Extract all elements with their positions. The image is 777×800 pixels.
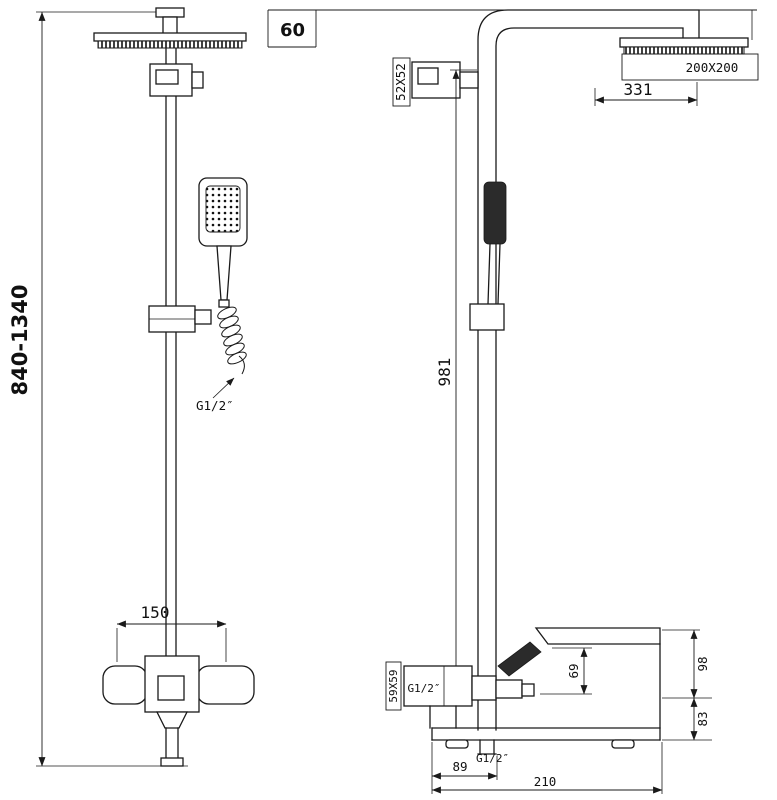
mixer-lever-side	[497, 641, 542, 677]
dim-pipe-section-label: 52X52	[393, 63, 408, 101]
dim-lower-depth-label: 83	[695, 711, 710, 726]
dimension-base-width: 210	[432, 742, 663, 794]
head-size-box	[621, 53, 759, 81]
pipe-section-box	[392, 57, 411, 107]
stem-pipe	[162, 16, 178, 35]
rain-head-side: 200X200	[619, 37, 759, 81]
body-thread-label: G1/2″	[407, 682, 440, 695]
leader-line	[212, 377, 235, 399]
callout-hose-thread: G1/2″	[196, 377, 235, 413]
mixer-faceplate	[157, 675, 185, 701]
hose-thread-label: G1/2″	[196, 398, 234, 413]
front-view: 840-1340	[8, 7, 255, 767]
inlet-stem-front	[155, 7, 185, 35]
hand-shower-front	[198, 177, 248, 308]
rain-head-spray-face	[97, 40, 243, 49]
right-handle	[196, 665, 255, 705]
dim-spout-drop-label: 69	[566, 663, 581, 678]
dim-column-height-label: 981	[435, 358, 454, 387]
rain-head-panel-side	[619, 37, 749, 48]
upper-connector-side: 52X52	[392, 57, 479, 107]
outlet-thread-label: G1/2″	[476, 752, 509, 765]
callout-outlet-thread: G1/2″	[476, 752, 509, 765]
slider-bracket-front	[148, 305, 212, 333]
left-handle	[102, 665, 148, 705]
rain-head-panel	[93, 32, 247, 42]
dim-base-width-label: 210	[534, 774, 557, 789]
hand-shower-side	[483, 181, 507, 305]
hand-shower-body-side	[483, 181, 507, 245]
dimension-outlet-offset: 89	[431, 742, 498, 794]
dim-head-reach-label: 331	[624, 80, 653, 99]
slider-bracket-side	[469, 303, 505, 331]
dimension-spout-drop: 69	[540, 647, 592, 695]
dimension-column-height: 981	[435, 69, 477, 689]
bracket-foot	[445, 739, 469, 749]
side-view: 60 200X200 331 52X52	[267, 9, 759, 794]
mixer-outlet-taper	[155, 711, 189, 729]
dim-upper-depth-label: 98	[695, 656, 710, 671]
shower-column-front	[165, 47, 177, 657]
mixer-side-assembly: 59X59 G1/2″	[385, 627, 661, 755]
dim-faucet-spacing-label: 150	[141, 603, 170, 622]
hose-nut	[218, 299, 230, 308]
mixer-body-side	[403, 665, 473, 707]
hand-shower-face	[205, 185, 241, 233]
shower-column-side	[477, 9, 700, 731]
bottom-outlet-cap	[160, 757, 184, 767]
dim-height-range-label: 840-1340	[8, 285, 32, 396]
diverter-front	[149, 63, 204, 97]
bracket-foot	[611, 739, 635, 749]
dimension-head-reach: 331	[594, 80, 698, 106]
shower-hose-coil	[217, 306, 247, 375]
mixer-front	[102, 655, 255, 767]
hand-shower-handle	[216, 245, 232, 301]
body-section-box	[385, 661, 402, 711]
hose-tail	[238, 355, 245, 375]
bracket-top-plate	[534, 627, 661, 645]
stem-cap	[155, 7, 185, 18]
dimension-upper-depth: 98	[662, 629, 712, 699]
rain-head-front	[93, 32, 247, 49]
dim-outlet-offset-label: 89	[452, 759, 467, 774]
dimension-lower-depth: 83	[662, 698, 712, 741]
rain-head-spray-face-side	[623, 46, 745, 55]
dimension-height-range: 840-1340	[8, 11, 188, 767]
dim-head-size-label: 200X200	[686, 60, 739, 75]
dim-body-section-label: 59X59	[387, 669, 400, 702]
dimension-faucet-spacing: 150	[116, 603, 227, 662]
dim-top-offset-label: 60	[280, 20, 305, 41]
